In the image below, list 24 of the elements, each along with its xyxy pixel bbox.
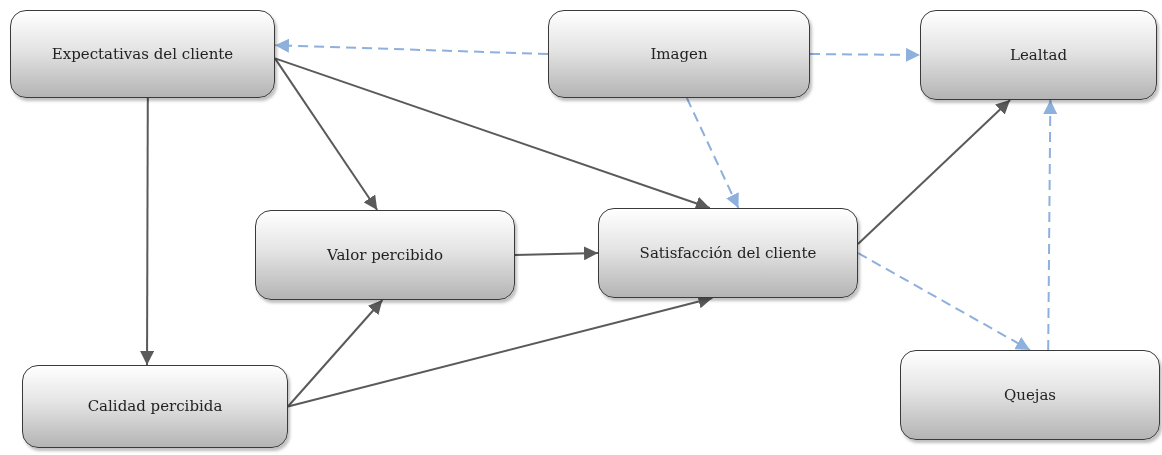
process-box [255, 210, 515, 300]
process-box [22, 365, 288, 448]
arrow [857, 99, 1012, 245]
node-label: Satisfacción del cliente [639, 242, 817, 264]
arrow [274, 38, 549, 55]
process-box [920, 10, 1157, 100]
node-label: Imagen [650, 43, 708, 65]
process-box [598, 208, 858, 298]
node-label: Lealtad [1009, 44, 1068, 66]
process-box [548, 10, 810, 98]
arrow [274, 57, 379, 211]
arrow [1043, 99, 1058, 351]
node-label: Quejas [1003, 384, 1057, 406]
node-label: Calidad percibida [87, 396, 223, 417]
arrow [685, 97, 740, 209]
node-label: Expectativas del cliente [51, 43, 234, 65]
arrow [809, 47, 921, 62]
process-box [900, 350, 1160, 440]
arrow [287, 299, 384, 408]
process-box [10, 10, 275, 98]
arrow [857, 252, 1031, 351]
arrow [514, 246, 599, 261]
arrow [140, 97, 155, 366]
node-label: Valor percibido [326, 244, 443, 266]
